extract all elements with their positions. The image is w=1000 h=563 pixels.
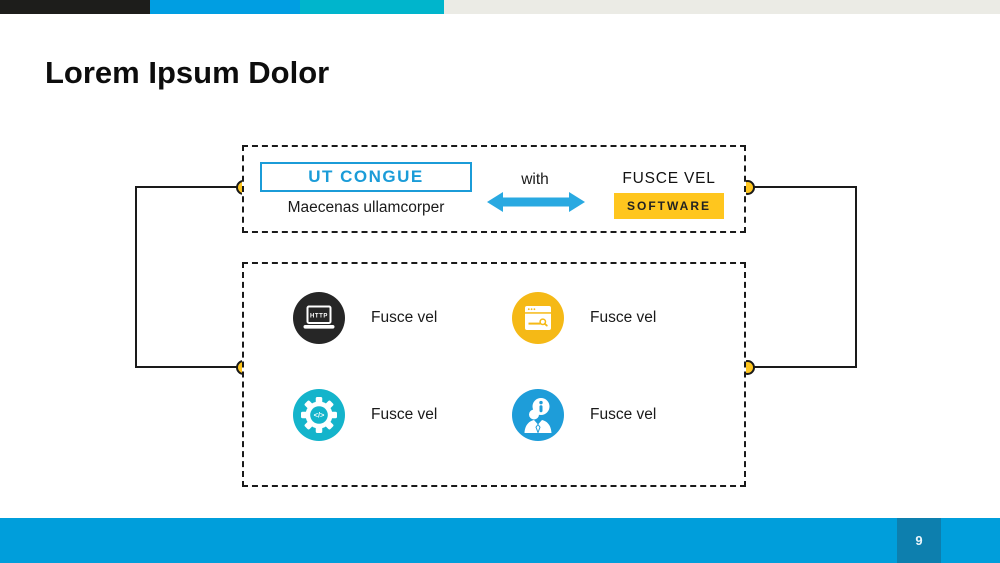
laptop-http-icon: HTTP: [293, 292, 345, 344]
footer-bar: 9: [0, 518, 1000, 563]
double-headed-arrow-icon: [486, 190, 586, 214]
page-number: 9: [915, 533, 923, 548]
feature-label: Fusce vel: [371, 406, 438, 423]
svg-text:</>: </>: [314, 411, 325, 420]
primary-sublabel: Maecenas ullamcorper: [287, 199, 445, 216]
primary-label: UT CONGUE: [308, 167, 424, 186]
comparison-box: UT CONGUE Maecenas ullamcorper with FUSC…: [242, 145, 746, 233]
page-number-chip: 9: [897, 518, 941, 563]
feature-item-http: HTTP Fusce vel: [293, 292, 437, 344]
feature-label: Fusce vel: [590, 406, 657, 423]
feature-item-person: Fusce vel: [512, 389, 656, 441]
topbar-segment-gray: [444, 0, 1000, 14]
topbar-segment-cyan: [300, 0, 444, 14]
connector-word: with: [521, 171, 549, 188]
topbar-segment-black: [0, 0, 150, 14]
primary-label-box: UT CONGUE: [260, 162, 472, 192]
gear-code-icon: </>: [293, 389, 345, 441]
browser-search-icon: [512, 292, 564, 344]
topbar-segment-blue: [150, 0, 300, 14]
connector-bracket-right: [747, 186, 857, 368]
features-box: HTTP Fusce vel Fusce vel: [242, 262, 746, 487]
person-info-icon: [512, 389, 564, 441]
feature-item-browser: Fusce vel: [512, 292, 656, 344]
connector-bracket-left: [135, 186, 245, 368]
page-title: Lorem Ipsum Dolor: [45, 55, 330, 90]
secondary-highlight-chip: SOFTWARE: [614, 193, 724, 219]
feature-item-gear: </> Fusce vel: [293, 389, 437, 441]
top-accent-bar: [0, 0, 1000, 14]
feature-label: Fusce vel: [590, 309, 657, 326]
secondary-highlight-label: SOFTWARE: [627, 199, 711, 213]
feature-label: Fusce vel: [371, 309, 438, 326]
svg-text:HTTP: HTTP: [310, 314, 328, 320]
secondary-label: FUSCE VEL: [622, 170, 716, 187]
